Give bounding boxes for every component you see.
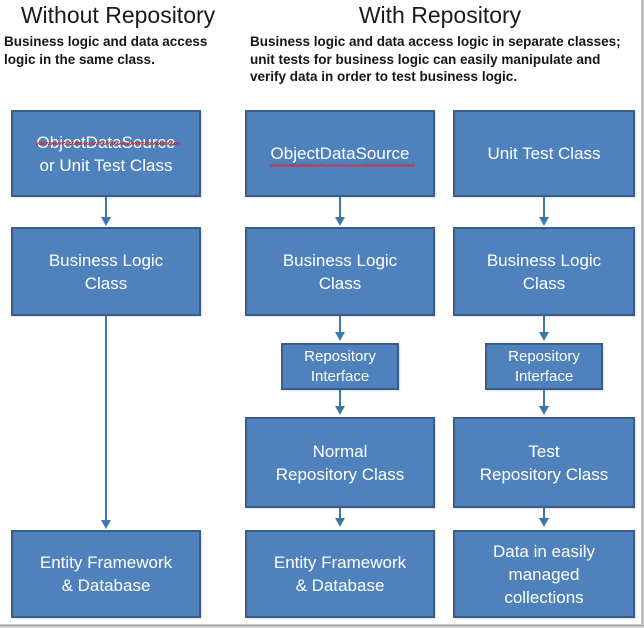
- column-description-with-repository: Business logic and data access logic in …: [250, 34, 621, 84]
- image-frame-bottom: [0, 624, 644, 628]
- node-repository-interface-c2[interactable]: Repository Interface: [281, 343, 399, 390]
- column-title-with-repository: With Repository: [358, 2, 522, 28]
- node-repository-interface-c3[interactable]: Repository Interface: [485, 343, 603, 390]
- connector-arrow-c2-n1-to-n2: [335, 217, 345, 226]
- node-test-repository-class-c3[interactable]: Test Repository Class: [453, 417, 635, 508]
- connector-arrow-c3-n3-to-n4: [539, 406, 549, 415]
- node-business-logic-class-c3[interactable]: Business Logic Class: [453, 227, 635, 316]
- node-business-logic-class-c2[interactable]: Business Logic Class: [245, 227, 435, 316]
- connector-arrow-c2-n4-to-n5: [335, 518, 345, 527]
- connector-arrow-c1-n1-to-n2: [101, 217, 111, 226]
- connector-arrow-c1-n2-to-n3: [101, 520, 111, 529]
- connector-c3-n2-to-n3: [543, 316, 545, 334]
- connector-c1-n1-to-n2: [105, 197, 107, 219]
- spellcheck-squiggle-icon: [270, 164, 415, 167]
- node-objectdatasource-c2[interactable]: ObjectDataSource: [245, 110, 435, 197]
- node-label: ObjectDataSource: [270, 144, 410, 163]
- node-label: Business Logic Class: [282, 250, 398, 293]
- node-label: Normal Repository Class: [275, 441, 405, 484]
- node-label: Repository Interface: [508, 347, 580, 385]
- column-description-without-repository: Business logic and data access logic in …: [4, 34, 208, 67]
- connector-c2-n2-to-n3: [339, 316, 341, 334]
- connector-arrow-c3-n1-to-n2: [539, 217, 549, 226]
- connector-c2-n3-to-n4: [339, 390, 341, 408]
- connector-arrow-c2-n2-to-n3: [335, 332, 345, 341]
- image-frame-right: [641, 0, 644, 628]
- node-label: Entity Framework & Database: [39, 553, 173, 595]
- node-label: Business Logic Class: [486, 250, 602, 293]
- connector-c1-n2-to-n3: [105, 316, 107, 522]
- connector-c2-n4-to-n5: [339, 508, 341, 520]
- connector-c3-n4-to-n5: [543, 508, 545, 520]
- node-entity-framework-database-c1[interactable]: Entity Framework & Database: [11, 530, 201, 618]
- connector-c2-n1-to-n2: [339, 197, 341, 219]
- node-label: Unit Test Class: [487, 144, 601, 163]
- node-label: Data in easily managed collections: [492, 541, 596, 607]
- node-label: Entity Framework & Database: [273, 553, 407, 595]
- connector-arrow-c2-n3-to-n4: [335, 406, 345, 415]
- node-label: Test Repository Class: [479, 441, 609, 484]
- node-business-logic-class-c1[interactable]: Business Logic Class: [11, 227, 201, 316]
- node-label: ObjectDataSource or Unit Test Class: [37, 133, 176, 175]
- node-unit-test-class-c3[interactable]: Unit Test Class: [453, 110, 635, 197]
- spellcheck-squiggle-icon: [36, 142, 180, 145]
- node-data-in-easily-managed-collections-c3[interactable]: Data in easily managed collections: [453, 530, 635, 618]
- node-label: Business Logic Class: [48, 250, 164, 293]
- node-entity-framework-database-c2[interactable]: Entity Framework & Database: [245, 530, 435, 618]
- node-objectdatasource-or-unit-test-class[interactable]: ObjectDataSource or Unit Test Class: [11, 110, 201, 197]
- connector-arrow-c3-n2-to-n3: [539, 332, 549, 341]
- connector-c3-n1-to-n2: [543, 197, 545, 219]
- connector-arrow-c3-n4-to-n5: [539, 518, 549, 527]
- node-normal-repository-class-c2[interactable]: Normal Repository Class: [245, 417, 435, 508]
- connector-c3-n3-to-n4: [543, 390, 545, 408]
- node-label: Repository Interface: [304, 347, 376, 385]
- column-title-without-repository: Without Repository: [20, 2, 216, 28]
